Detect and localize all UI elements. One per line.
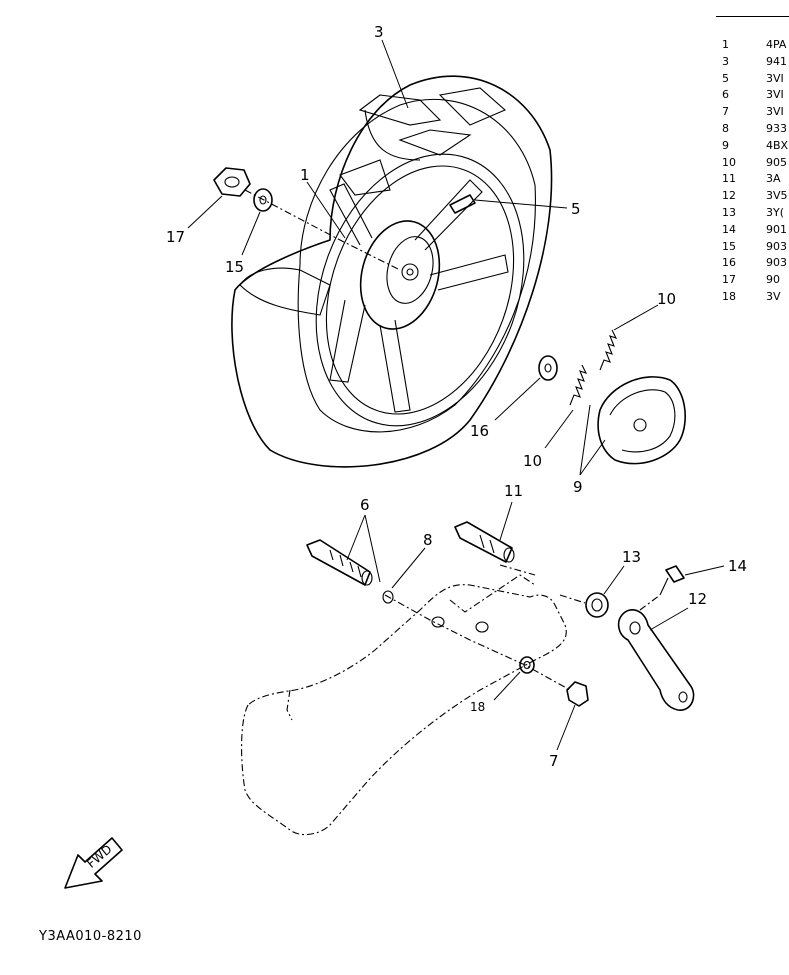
part-code: 933 — [766, 121, 787, 135]
callout-11: 11 — [504, 482, 523, 500]
plain-washer — [253, 188, 273, 212]
part-number: 16 — [722, 256, 736, 270]
washer — [538, 355, 558, 381]
part-code: 905 — [766, 155, 787, 169]
part-number: 12 — [722, 189, 736, 203]
diagram-reference-code: Y3AA010-8210 — [39, 929, 142, 944]
callout-10-upper: 10 — [657, 290, 676, 308]
callout-10-lower: 10 — [523, 452, 542, 470]
o-ring — [382, 590, 394, 604]
rear-wheel-tire — [231, 75, 553, 468]
parts-list: 1 4PA 3 941 5 3VI 6 3VI 7 3VI 8 933 9 4BX 10 905 11 3A 12 3… — [716, 16, 789, 307]
part-code: 3V — [766, 289, 781, 303]
part-code: 3Y( — [766, 205, 785, 219]
lock-nut — [566, 681, 589, 707]
brake-cam-shaft — [454, 521, 515, 563]
parts-list-row: 1 4PA — [716, 38, 789, 55]
part-number: 15 — [722, 239, 736, 253]
part-code: 903 — [766, 239, 787, 253]
axle-nut — [213, 167, 251, 197]
callout-7: 7 — [549, 752, 559, 770]
parts-list-row: 11 3A — [716, 172, 789, 189]
callout-6: 6 — [360, 496, 370, 514]
callout-8: 8 — [423, 531, 433, 549]
callout-16: 16 — [470, 422, 489, 440]
parts-list-row: 16 903 — [716, 256, 789, 273]
part-code: 90 — [766, 273, 780, 287]
parts-list-row: 15 903 — [716, 240, 789, 257]
parts-list-row: 18 3V — [716, 290, 789, 307]
parts-list-rule — [716, 16, 789, 17]
part-code: 3VI — [766, 88, 784, 102]
part-number: 17 — [722, 273, 736, 287]
callout-5: 5 — [571, 200, 581, 218]
callout-18: 18 — [470, 700, 485, 714]
callout-12: 12 — [688, 590, 707, 608]
part-code: 4BX — [766, 138, 789, 152]
callout-labels: 3 1 5 17 15 10 16 10 9 11 6 8 13 14 12 1… — [166, 23, 747, 770]
part-number: 10 — [722, 155, 736, 169]
part-number: 7 — [722, 105, 729, 119]
tension-spring-lower — [569, 364, 588, 406]
part-code: 3VI — [766, 105, 784, 119]
part-number: 8 — [722, 121, 729, 135]
collar — [519, 656, 535, 674]
part-number: 6 — [722, 88, 729, 102]
leader-lines — [187, 39, 725, 751]
part-code: 4PA — [766, 38, 787, 51]
callout-9: 9 — [573, 478, 583, 496]
fwd-arrow-icon: FWD — [64, 837, 123, 889]
fwd-label: FWD — [84, 842, 114, 871]
part-number: 9 — [722, 138, 729, 152]
callout-17: 17 — [166, 228, 185, 246]
tension-spring-upper — [599, 329, 618, 371]
bolt — [659, 565, 685, 596]
part-number: 1 — [722, 38, 729, 51]
part-number: 5 — [722, 71, 729, 85]
brake-cam-lever — [617, 609, 695, 711]
part-number: 13 — [722, 205, 736, 219]
parts-list-row: 13 3Y( — [716, 206, 789, 223]
callout-14: 14 — [728, 557, 747, 575]
parts-list-row: 7 3VI — [716, 105, 789, 122]
brake-shoe-kit — [597, 376, 686, 465]
callout-15: 15 — [225, 258, 244, 276]
callout-1: 1 — [300, 166, 310, 184]
part-code: 3A — [766, 172, 781, 186]
callout-3: 3 — [374, 23, 384, 41]
part-code: 901 — [766, 222, 787, 236]
part-code: 941 — [766, 54, 787, 68]
part-number: 14 — [722, 222, 736, 236]
parts-list-row: 12 3V5 — [716, 189, 789, 206]
air-valve — [449, 194, 568, 214]
parts-list-row: 10 905 — [716, 156, 789, 173]
part-number: 18 — [722, 289, 736, 303]
crankcase-outline — [241, 564, 661, 836]
part-number: 3 — [722, 54, 729, 68]
parts-list-row: 6 3VI — [716, 88, 789, 105]
oil-seal — [585, 592, 609, 618]
parts-list-row: 5 3VI — [716, 72, 789, 89]
parts-list-row: 9 4BX — [716, 139, 789, 156]
part-code: 3V5 — [766, 189, 788, 203]
parts-list-row: 8 933 — [716, 122, 789, 139]
parts-list-row: 3 941 — [716, 55, 789, 72]
part-code: 3VI — [766, 71, 784, 85]
parts-list-row: 14 901 — [716, 223, 789, 240]
part-number: 11 — [722, 172, 736, 186]
part-code: 903 — [766, 256, 787, 270]
brake-camshaft — [306, 539, 373, 586]
callout-13: 13 — [622, 548, 641, 566]
